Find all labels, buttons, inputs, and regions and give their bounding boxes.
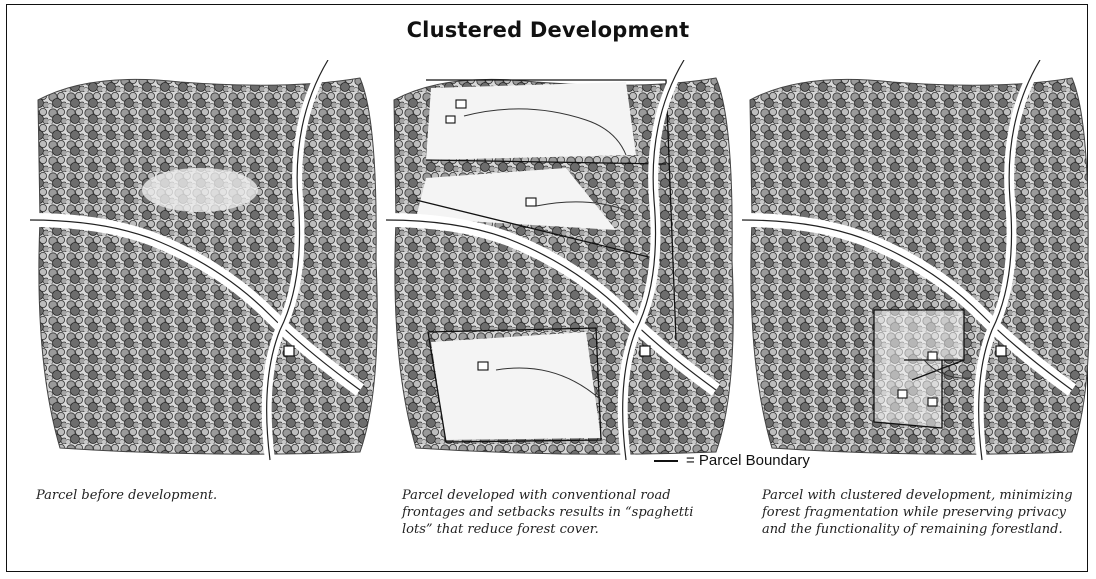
panel-clustered-development xyxy=(742,60,1094,462)
cleared-lot-north xyxy=(426,82,636,160)
house-icon xyxy=(456,100,466,108)
panel-conventional-development xyxy=(386,60,738,462)
forest-map-before xyxy=(30,60,382,462)
house-icon xyxy=(996,346,1006,356)
house-icon xyxy=(526,198,536,206)
parcel-boundary-line-icon xyxy=(654,460,678,462)
caption-clustered: Parcel with clustered development, minim… xyxy=(762,487,1082,538)
forest-clearing xyxy=(142,168,258,212)
caption-before: Parcel before development. xyxy=(36,487,366,504)
panel-before-development xyxy=(30,60,382,462)
caption-conventional: Parcel developed with conventional road … xyxy=(402,487,722,538)
house-icon xyxy=(478,362,488,370)
forest-map-conventional xyxy=(386,60,738,462)
house-icon xyxy=(898,390,907,398)
forest-map-clustered xyxy=(742,60,1094,462)
legend: = Parcel Boundary xyxy=(654,452,810,469)
legend-label: = Parcel Boundary xyxy=(686,452,810,469)
house-icon xyxy=(640,346,650,356)
house-icon xyxy=(928,352,937,360)
house-icon xyxy=(446,116,455,123)
house-icon xyxy=(284,346,294,356)
cleared-lot-south xyxy=(431,332,601,440)
house-icon xyxy=(928,398,937,406)
figure-title: Clustered Development xyxy=(0,18,1096,42)
